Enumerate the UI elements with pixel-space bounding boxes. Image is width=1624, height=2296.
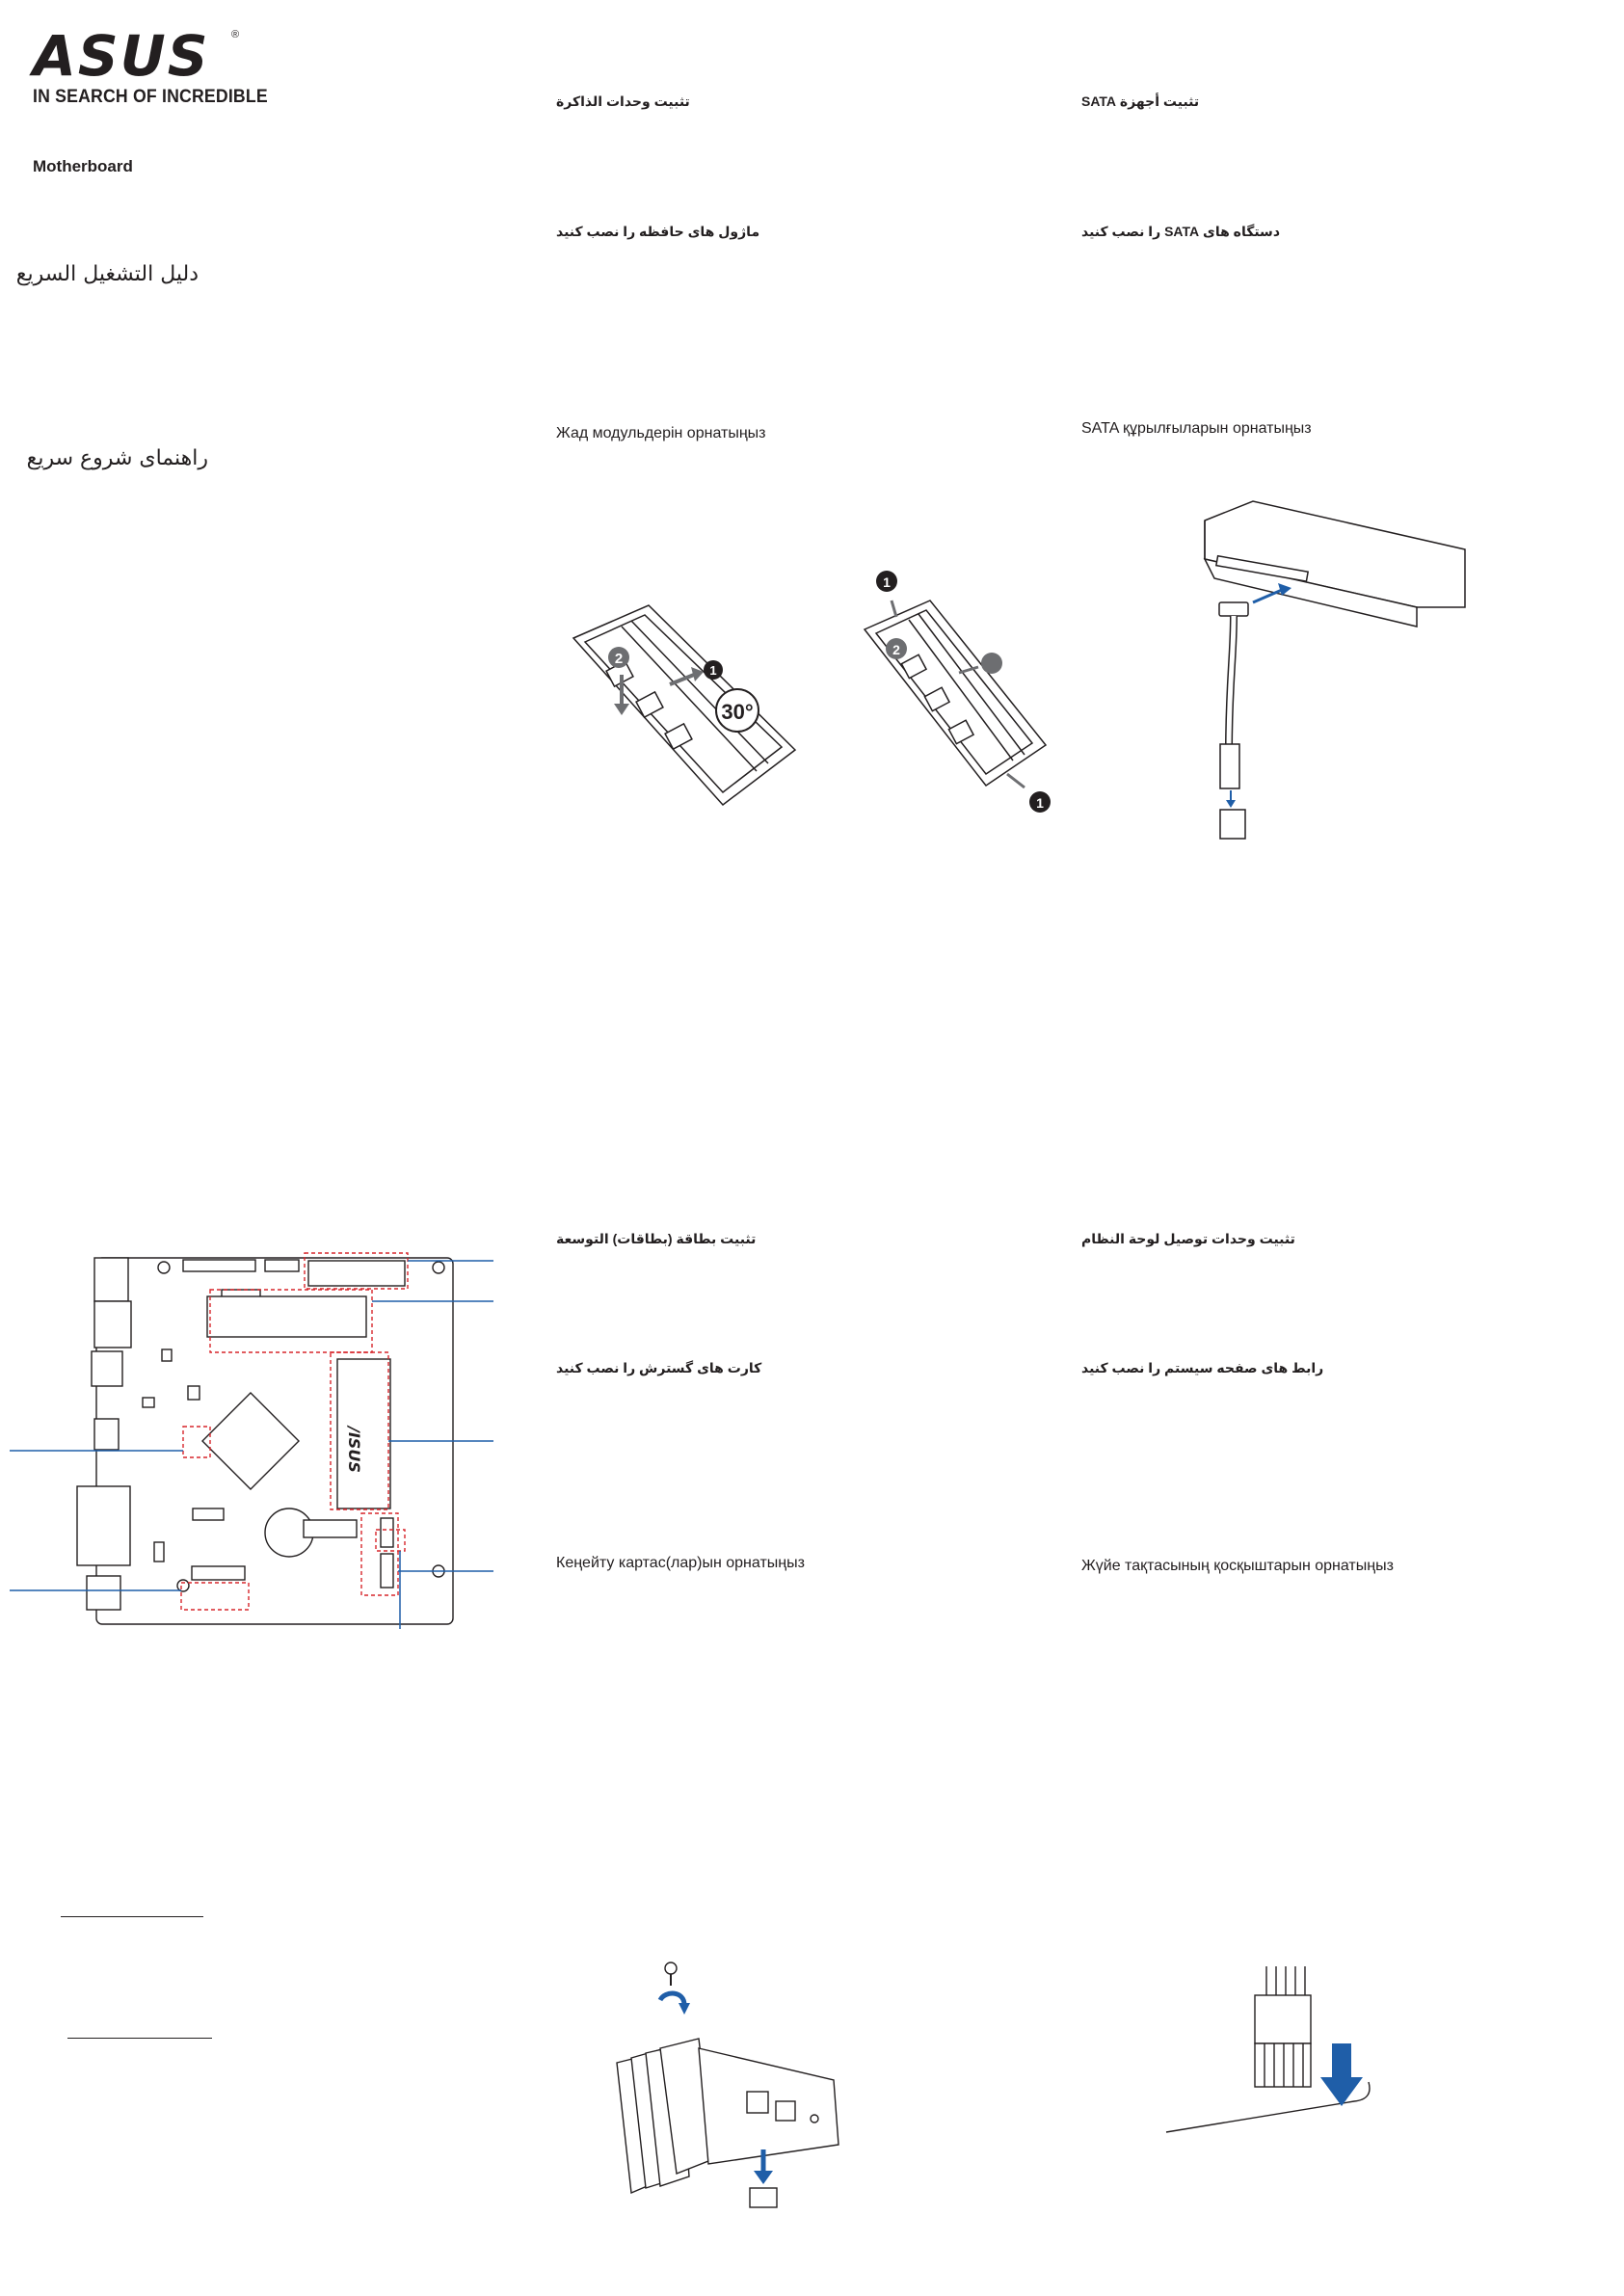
step-2-badge <box>608 647 629 668</box>
memory-heading-kk: Жад модульдерін орнатыңыз <box>556 425 766 441</box>
panel-connector-illustration <box>1165 1966 1371 2133</box>
callout-expansion-slot <box>209 1289 373 1353</box>
svg-text:1: 1 <box>883 574 891 590</box>
insert-arrow-icon <box>1320 2077 1363 2106</box>
expansion-heading-ar: تثبيت بطاقة (بطاقات) التوسعة <box>556 1231 757 1246</box>
angle-label: 30° <box>721 700 753 724</box>
logo-tagline: IN SEARCH OF INCREDIBLE <box>33 87 268 107</box>
memory-heading-ar: تثبيت وحدات الذاكرة <box>556 93 690 109</box>
title-arabic: دليل التشغيل السريع <box>15 262 199 286</box>
callout-cpu-power <box>182 1426 211 1458</box>
callout-panel-header <box>180 1582 250 1611</box>
registered-mark: ® <box>231 29 240 40</box>
callout-atx-power <box>304 1252 409 1290</box>
callout-dimm-slots <box>330 1351 389 1510</box>
sata-heading-fa: دستگاه های SATA را نصب کنید <box>1081 224 1281 239</box>
sata-illustration <box>1203 500 1466 840</box>
memory-insert-illustration: 2 1 30° <box>572 604 797 807</box>
svg-text:1: 1 <box>1036 795 1044 811</box>
asus-logo: ASUS ® IN SEARCH OF INCREDIBLE <box>33 23 268 108</box>
board-logo: /ISUS <box>345 1425 363 1473</box>
sata-heading-kk: SATA құрылғыларын орнатыңыз <box>1081 420 1312 437</box>
rule-line-2 <box>67 2038 212 2039</box>
product-label: Motherboard <box>33 157 133 175</box>
expansion-heading-kk: Кеңейту картас(лар)ын орнатыңыз <box>556 1555 805 1571</box>
svg-text:1: 1 <box>709 663 716 678</box>
title-persian: راهنمای شروع سریع <box>26 446 208 470</box>
callout-sata-ports <box>360 1512 399 1596</box>
memory-heading-fa: ماژول های حافظه را نصب کنید <box>556 224 760 239</box>
sata-heading-ar: تثبيت أجهزة SATA <box>1081 93 1200 109</box>
panel-heading-ar: تثبيت وحدات توصيل لوحة النظام <box>1081 1231 1295 1246</box>
expansion-heading-fa: کارت های گسترش را نصب کنید <box>556 1360 762 1375</box>
svg-text:2: 2 <box>615 651 623 667</box>
motherboard-layout-diagram: /ISUS <box>10 1252 493 1629</box>
memory-remove-illustration: 1 2 1 <box>863 571 1051 813</box>
step-1-badge <box>704 660 723 680</box>
callout-usb-header <box>375 1529 406 1552</box>
expansion-card-illustration <box>616 1962 839 2208</box>
logo-wordmark: ASUS <box>33 23 210 89</box>
panel-heading-fa: رابط های صفحه سیستم را نصب کنید <box>1081 1360 1324 1375</box>
rule-line-1 <box>61 1916 203 1917</box>
panel-heading-kk: Жүйе тақтасының қосқыштарын орнатыңыз <box>1081 1558 1394 1574</box>
svg-text:2: 2 <box>892 642 900 657</box>
